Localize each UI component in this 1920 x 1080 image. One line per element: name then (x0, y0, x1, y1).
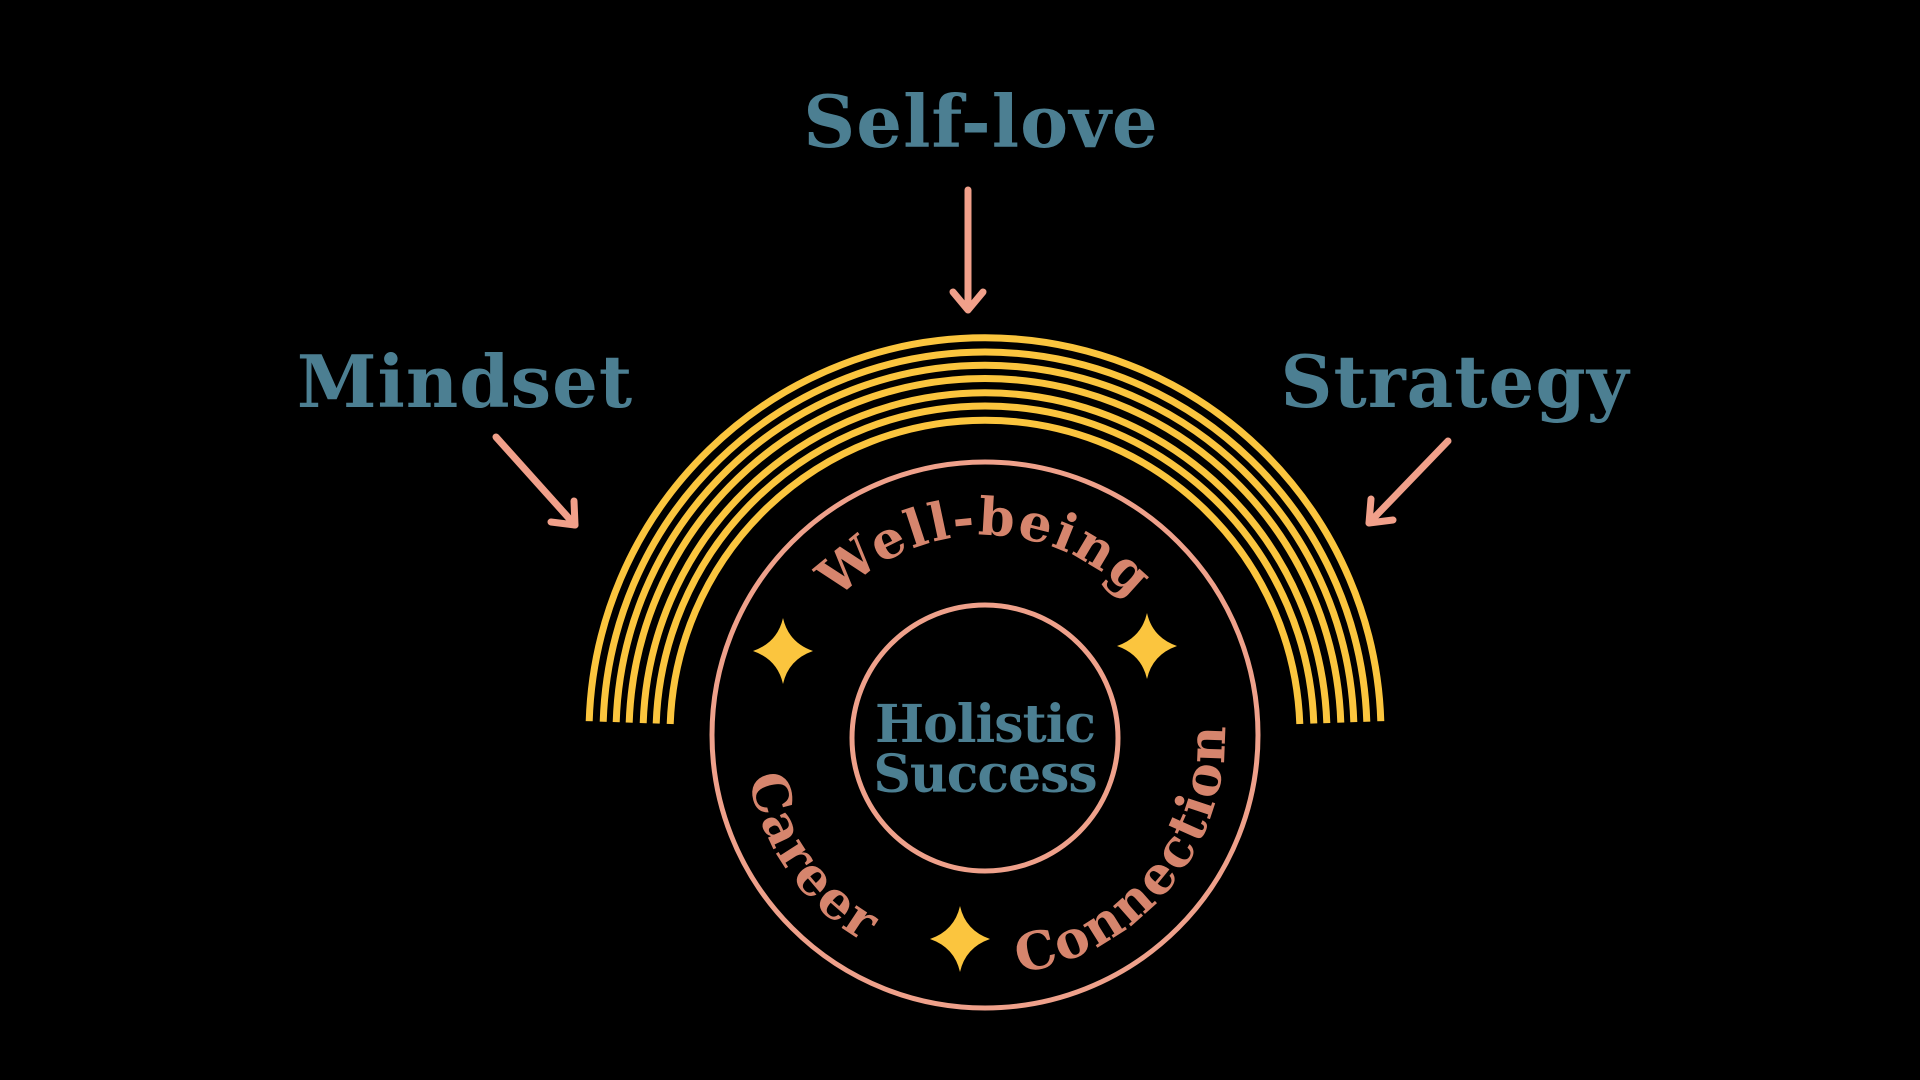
arrow-down-right-icon (492, 433, 579, 529)
arrow-down-left-icon (1365, 437, 1452, 527)
center-title-line2: Success (873, 744, 1096, 805)
center-title-line1: Holistic (875, 694, 1095, 755)
rainbow-stripe-2 (599, 348, 1371, 722)
rainbow-stripe-6 (652, 402, 1318, 724)
arrow-down-icon (949, 186, 987, 314)
sparkle-icon-left (753, 618, 813, 684)
rainbow-stripe-7 (666, 416, 1304, 725)
label-well-being: Well-being (805, 486, 1166, 609)
label-self-love: Self-love (803, 79, 1158, 164)
rainbow-stripe-5 (639, 389, 1331, 724)
rainbow-stripe-4 (625, 375, 1345, 723)
rainbow-stripe-3 (612, 361, 1358, 723)
label-mindset: Mindset (297, 339, 633, 424)
label-career: Career (735, 765, 891, 954)
inner-ring (849, 602, 1121, 874)
outer-ring (709, 459, 1261, 1011)
sparkle-icon-bottom (930, 906, 990, 972)
center-title: Holistic Success (873, 694, 1097, 805)
rainbow-stripe-1 (585, 334, 1385, 722)
rainbow-arc-icon (585, 334, 1385, 725)
label-strategy: Strategy (1280, 339, 1630, 424)
sparkle-icon-right (1117, 613, 1177, 679)
